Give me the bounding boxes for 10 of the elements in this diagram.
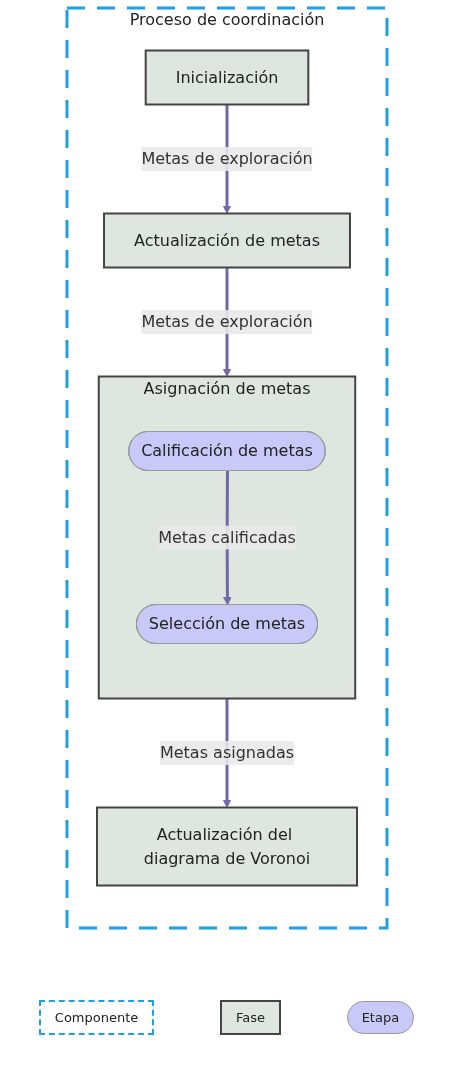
legend-item: Etapa (346, 1001, 415, 1034)
node-box: Actualización de metas (102, 212, 351, 269)
node-box: Inicialización (144, 49, 309, 106)
edge-label: Metas calificadas (157, 527, 296, 547)
edge-label: Metas asignadas (159, 743, 294, 762)
legend-item: Fase (219, 1000, 281, 1035)
legend-item: Componente (38, 1000, 155, 1035)
edge-label: Metas de exploración (140, 149, 313, 168)
edge-label: Metas de exploración (140, 312, 313, 331)
node-box: Actualización del diagrama de Voronoi (95, 806, 358, 887)
